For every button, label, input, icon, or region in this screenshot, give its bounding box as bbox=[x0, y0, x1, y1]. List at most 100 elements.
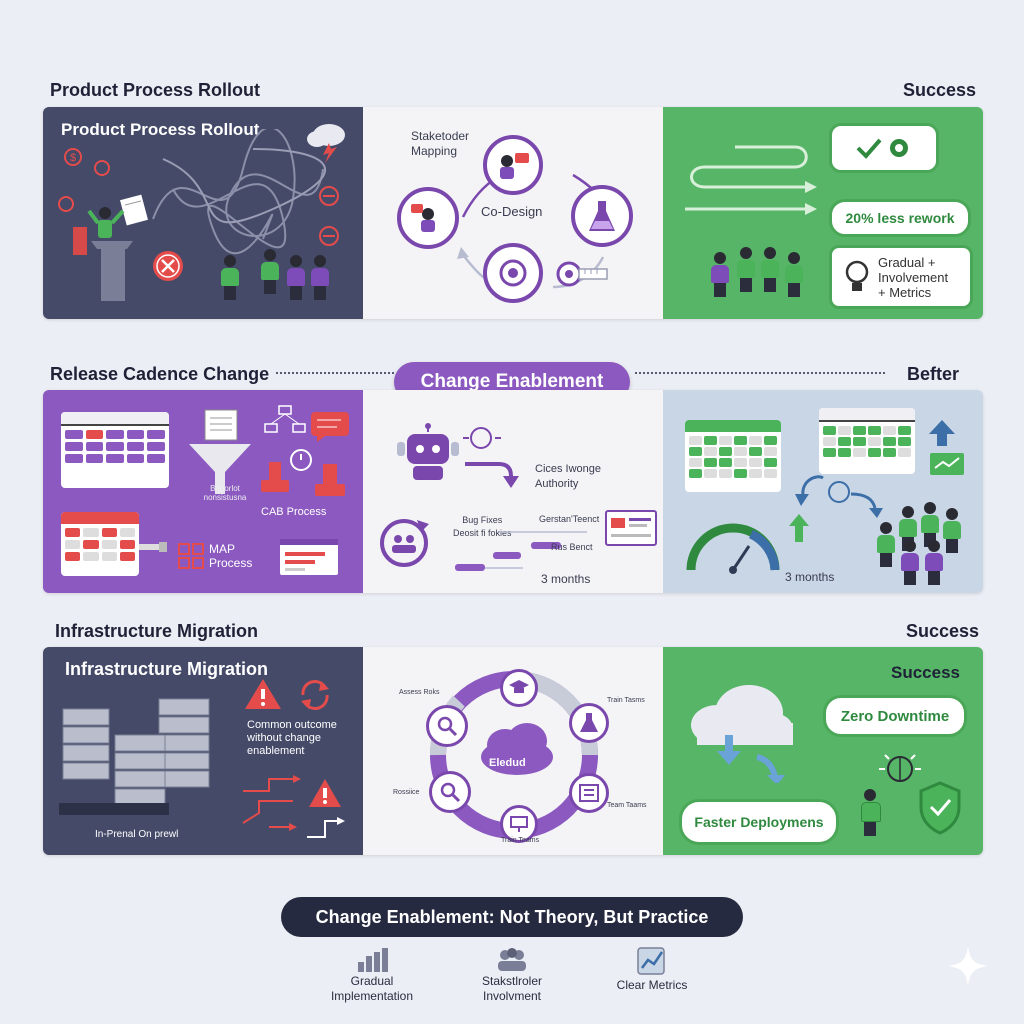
robot-icon bbox=[397, 423, 459, 480]
rossiice-label: Rossiice bbox=[393, 789, 420, 796]
gradual-involvement-pill: Gradual + Involvement + Metrics bbox=[829, 245, 973, 309]
podium-speaker-icon bbox=[73, 194, 148, 301]
sync-flow-icon bbox=[795, 475, 883, 518]
row1-panel-title: Product Process Rollout bbox=[61, 120, 260, 139]
svg-text:$: $ bbox=[70, 152, 76, 164]
magnifier-icon bbox=[426, 705, 468, 747]
person-chat-icon bbox=[397, 187, 459, 249]
training-icon bbox=[500, 805, 538, 843]
team-label: Team Taams bbox=[607, 802, 647, 809]
row1-process-panel: Staketoder Mapping Co-Design bbox=[363, 107, 663, 319]
footer-item-metrics: Clear Metrics bbox=[602, 946, 702, 993]
checklist-icon bbox=[569, 773, 609, 813]
plug-icon bbox=[139, 542, 167, 552]
cloud-download-icon bbox=[691, 685, 793, 783]
funnel-icon bbox=[189, 409, 251, 494]
flask-icon bbox=[571, 185, 633, 247]
person-icon bbox=[785, 252, 803, 297]
speed-gauge-icon bbox=[686, 523, 780, 574]
row2-problem-panel: Benorlot nonsistusna CAB Process bbox=[43, 390, 363, 593]
gradual-involvement-text: Gradual + Involvement + Metrics bbox=[878, 254, 949, 300]
row3-section: Infrastructure Migration Common outcome … bbox=[43, 647, 983, 855]
codesign-label: Co-Design bbox=[481, 204, 543, 219]
footer-item-stakeholder: Stakstlroler Involvment bbox=[462, 946, 562, 1004]
row1-header-right: Success bbox=[903, 80, 977, 100]
check-gear-badge bbox=[829, 123, 939, 173]
calendar-icon bbox=[61, 512, 139, 576]
person-icon bbox=[901, 540, 919, 585]
forward-arrow-icon bbox=[465, 462, 519, 488]
flow-arrows-icon bbox=[685, 145, 817, 215]
row1-success-panel: 20% less rework Gradual + Involvement + … bbox=[663, 107, 983, 319]
person-icon bbox=[221, 255, 239, 300]
row1-section: Product Process Rollout $ bbox=[43, 107, 983, 319]
stakeholder-mapping-label: Staketoder Mapping bbox=[411, 129, 470, 158]
funnel-caption: Benorlot nonsistusna bbox=[203, 484, 247, 502]
scattered-arrows-icon bbox=[242, 775, 301, 831]
graduation-cap-icon bbox=[500, 669, 538, 707]
approval-stamps-icon bbox=[261, 449, 345, 496]
person-icon bbox=[925, 540, 943, 585]
target-icon bbox=[483, 243, 543, 303]
alert-icon bbox=[94, 160, 110, 176]
person-icon bbox=[861, 789, 881, 836]
row3-problem-panel: Infrastructure Migration Common outcome … bbox=[43, 647, 363, 855]
hierarchy-icon bbox=[264, 405, 306, 433]
chat-bubble-icon bbox=[311, 412, 349, 442]
dashboard-window-icon bbox=[280, 539, 338, 575]
assess-label: Assess Roks bbox=[399, 689, 440, 696]
alert-icon bbox=[319, 186, 339, 206]
row1-header-left: Product Process Rollout bbox=[50, 80, 261, 100]
zero-downtime-pill: Zero Downtime bbox=[823, 695, 967, 737]
row2-improved-panel: 3 months bbox=[663, 390, 983, 593]
calendar-icon bbox=[819, 408, 915, 474]
train-top-label: Train Tasms bbox=[607, 697, 645, 704]
person-icon bbox=[943, 508, 961, 553]
person-icon bbox=[287, 255, 305, 300]
person-icon bbox=[737, 247, 755, 292]
up-arrow-icon bbox=[929, 420, 955, 446]
footer-item-label: Stakstlroler Involvment bbox=[481, 974, 543, 1003]
onprem-label: In-Prenal On prewl bbox=[95, 829, 179, 840]
person-icon bbox=[711, 252, 729, 297]
people-icon bbox=[498, 948, 526, 971]
server-stacks-icon bbox=[59, 698, 210, 815]
warning-icon bbox=[245, 679, 281, 709]
alert-icon bbox=[319, 226, 339, 246]
person-icon bbox=[877, 522, 895, 567]
cloud-label: Eledud bbox=[489, 757, 526, 769]
team-cycle-icon bbox=[380, 519, 429, 567]
metrics-icon bbox=[637, 947, 665, 975]
row3-success-title: Success bbox=[891, 663, 960, 682]
person-icon bbox=[761, 247, 779, 292]
footer-item-label: Gradual Implementation bbox=[330, 974, 414, 1003]
stakeholder-chat-icon bbox=[483, 135, 543, 195]
bug-fixes-label: Bug Fixes Deosit fi fokies bbox=[453, 515, 512, 538]
lightbulb-icon bbox=[845, 260, 869, 291]
three-months-right-label: 3 months bbox=[785, 570, 835, 584]
dotted-divider bbox=[635, 372, 885, 374]
authority-label: Cices Iwonge Authority bbox=[535, 463, 602, 490]
rework-pill: 20% less rework bbox=[829, 199, 971, 237]
calendar-icon bbox=[685, 420, 781, 492]
row2-header-right: Befter bbox=[907, 364, 960, 384]
brain-idea-icon bbox=[879, 754, 921, 782]
person-icon bbox=[311, 255, 329, 300]
person-icon bbox=[261, 249, 279, 294]
train-bottom-label: Train Teams bbox=[501, 837, 540, 844]
grid-map-icon bbox=[178, 543, 204, 569]
map-process-label: MAP Process bbox=[209, 542, 253, 570]
row3-header-right: Success bbox=[906, 621, 980, 641]
failure-x-icon bbox=[153, 251, 183, 281]
cab-process-label: CAB Process bbox=[261, 506, 327, 518]
storm-cloud-icon bbox=[307, 124, 345, 163]
rus-label: Rus Benct bbox=[551, 542, 593, 552]
tangled-lines-icon bbox=[152, 129, 326, 255]
sync-cycle-icon bbox=[463, 427, 501, 449]
row2-process-panel: Cices Iwonge Authority Bug Fixes Deosit … bbox=[363, 390, 663, 593]
faster-deployments-pill: Faster Deploymens bbox=[679, 799, 839, 845]
shield-check-icon bbox=[919, 781, 961, 835]
growth-arrow-icon bbox=[789, 514, 809, 542]
report-window-icon bbox=[605, 510, 657, 546]
migration-arrow-icon bbox=[307, 817, 345, 838]
